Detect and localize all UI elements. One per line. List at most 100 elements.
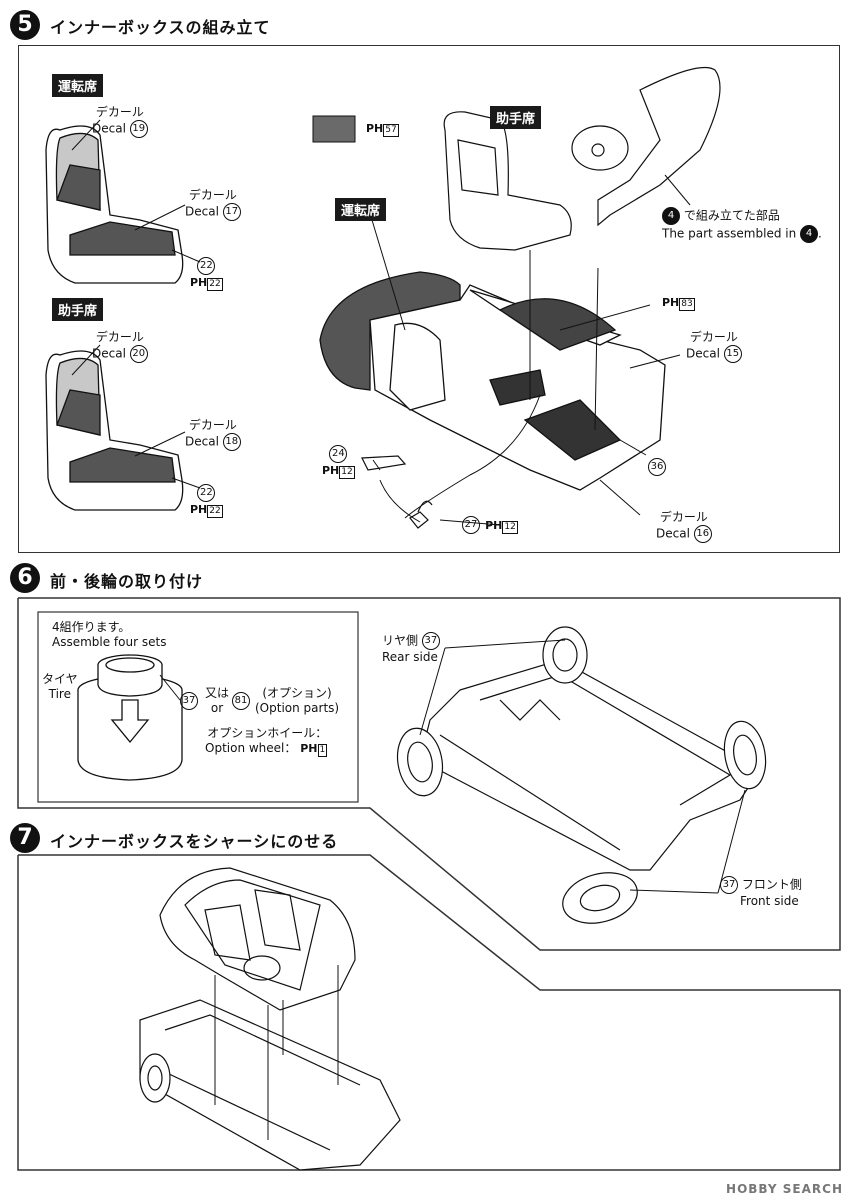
wheel-81-label: 81 (232, 690, 250, 710)
part-number: 20 (129, 345, 148, 363)
step-number-badge: 5 (10, 10, 40, 40)
ph-number: 12 (502, 521, 518, 534)
seat-center-illustration (443, 111, 572, 251)
decal-en: Decal (185, 434, 219, 449)
driver-seat-illustration (45, 125, 184, 284)
part-number: 22 (197, 484, 216, 502)
decal-18-label: デカール Decal 18 (185, 418, 241, 451)
step-ref: 4 (662, 207, 680, 225)
step7-frame (17, 854, 841, 1171)
sets-jp: 4組作ります。 (52, 620, 131, 634)
wheel-37-label: 37 (180, 690, 198, 710)
decal-jp: デカール (188, 418, 237, 432)
decal-en: Decal (686, 346, 720, 361)
ph-number: 12 (339, 466, 355, 479)
ph-prefix: PH (366, 122, 384, 135)
part-number: 37 (180, 691, 198, 710)
decal-en: Decal (92, 121, 126, 136)
part-number: 19 (129, 120, 148, 138)
or-en: or (210, 701, 224, 715)
part-number: 27 (462, 515, 480, 534)
decal-jp: デカール (659, 510, 708, 524)
option-parts-label: (オプション) (Option parts) (255, 686, 339, 716)
step7-inner-box-illustration (159, 867, 356, 1011)
rear-en: Rear side (382, 650, 438, 664)
tire-jp: タイヤ (42, 672, 78, 686)
ph-number: 22 (207, 278, 223, 291)
part-number: 18 (222, 433, 241, 451)
option-en: (Option parts) (255, 701, 340, 715)
ph-prefix: PH (190, 276, 208, 289)
rear-jp: リヤ側 (382, 633, 419, 648)
dashboard-part-illustration (571, 67, 721, 227)
passenger-seat-tag: 助手席 (52, 298, 104, 321)
step-title: インナーボックスの組み立て (50, 18, 271, 37)
part-number: 24 (329, 445, 348, 463)
decal-jp: デカール (188, 188, 237, 202)
step-number-badge: 7 (10, 823, 40, 853)
decal-20-label: デカール Decal 20 (92, 330, 148, 363)
step-number-badge: 6 (10, 563, 40, 593)
decal-jp: デカール (95, 105, 144, 119)
driver-seat-tag: 運転席 (52, 74, 104, 97)
ph-prefix: PH (662, 296, 680, 309)
ph-number: 22 (207, 505, 223, 518)
assembled-jp: で組み立てた部品 (683, 208, 780, 223)
tire-inset-frame (37, 611, 359, 803)
front-side-label: 37 フロント側 Front side (720, 876, 802, 909)
wheel-en: Option wheel： (205, 741, 297, 755)
step6-frame (17, 597, 841, 951)
decal-en: Decal (92, 346, 126, 361)
step7-guide-lines (214, 965, 339, 1140)
watermark: HOBBY SEARCH (726, 1182, 843, 1196)
wheel-jp: オプションホイール： (207, 726, 328, 740)
passenger-seat-illustration (45, 350, 184, 511)
step-ref: 4 (800, 225, 819, 243)
ph-number: 57 (383, 124, 399, 137)
decal-jp: デカール (689, 330, 738, 344)
part-number: 16 (693, 525, 712, 543)
tire-assembly-illustration (77, 654, 183, 781)
step7-chassis-illustration (139, 999, 401, 1171)
front-jp: フロント側 (741, 877, 802, 892)
assembled-en: The part assembled in (662, 226, 797, 241)
part-number: 37 (421, 632, 440, 650)
step5-frame (18, 45, 840, 553)
part-number: 15 (723, 345, 742, 363)
step-title: インナーボックスをシャーシにのせる (50, 832, 339, 851)
inner-box-illustration (319, 271, 666, 491)
ph-prefix: PH (300, 742, 318, 755)
ph-number: 83 (679, 298, 695, 311)
sets-en: Assemble four sets (52, 635, 167, 649)
assemble-sets-note: 4組作ります。 Assemble four sets (52, 620, 166, 650)
chassis-illustration (396, 626, 767, 924)
part-number: 37 (720, 876, 738, 894)
part-number: 81 (232, 691, 250, 710)
decal-17-label: デカール Decal 17 (185, 188, 241, 221)
ph-prefix: PH (322, 464, 340, 477)
driver-seat-tag-center: 運転席 (335, 198, 387, 221)
passenger-seat-tag-center: 助手席 (490, 106, 542, 129)
ph-prefix: PH (485, 519, 503, 532)
assembled-part-note: 4 で組み立てた部品 The part assembled in 4. (662, 207, 822, 243)
tire-en: Tire (48, 687, 71, 701)
part-number: 36 (648, 457, 666, 476)
or-label: 又は or (205, 686, 229, 716)
decal-16-label: デカール Decal 16 (656, 510, 712, 543)
small-parts-illustration (361, 455, 433, 529)
part-number: 17 (222, 203, 241, 221)
option-jp: (オプション) (262, 686, 332, 700)
or-jp: 又は (205, 686, 230, 700)
step-title: 前・後輪の取り付け (50, 572, 204, 591)
chassis-leader-lines (419, 639, 746, 894)
color-swatch (312, 115, 356, 143)
decal-en: Decal (185, 204, 219, 219)
